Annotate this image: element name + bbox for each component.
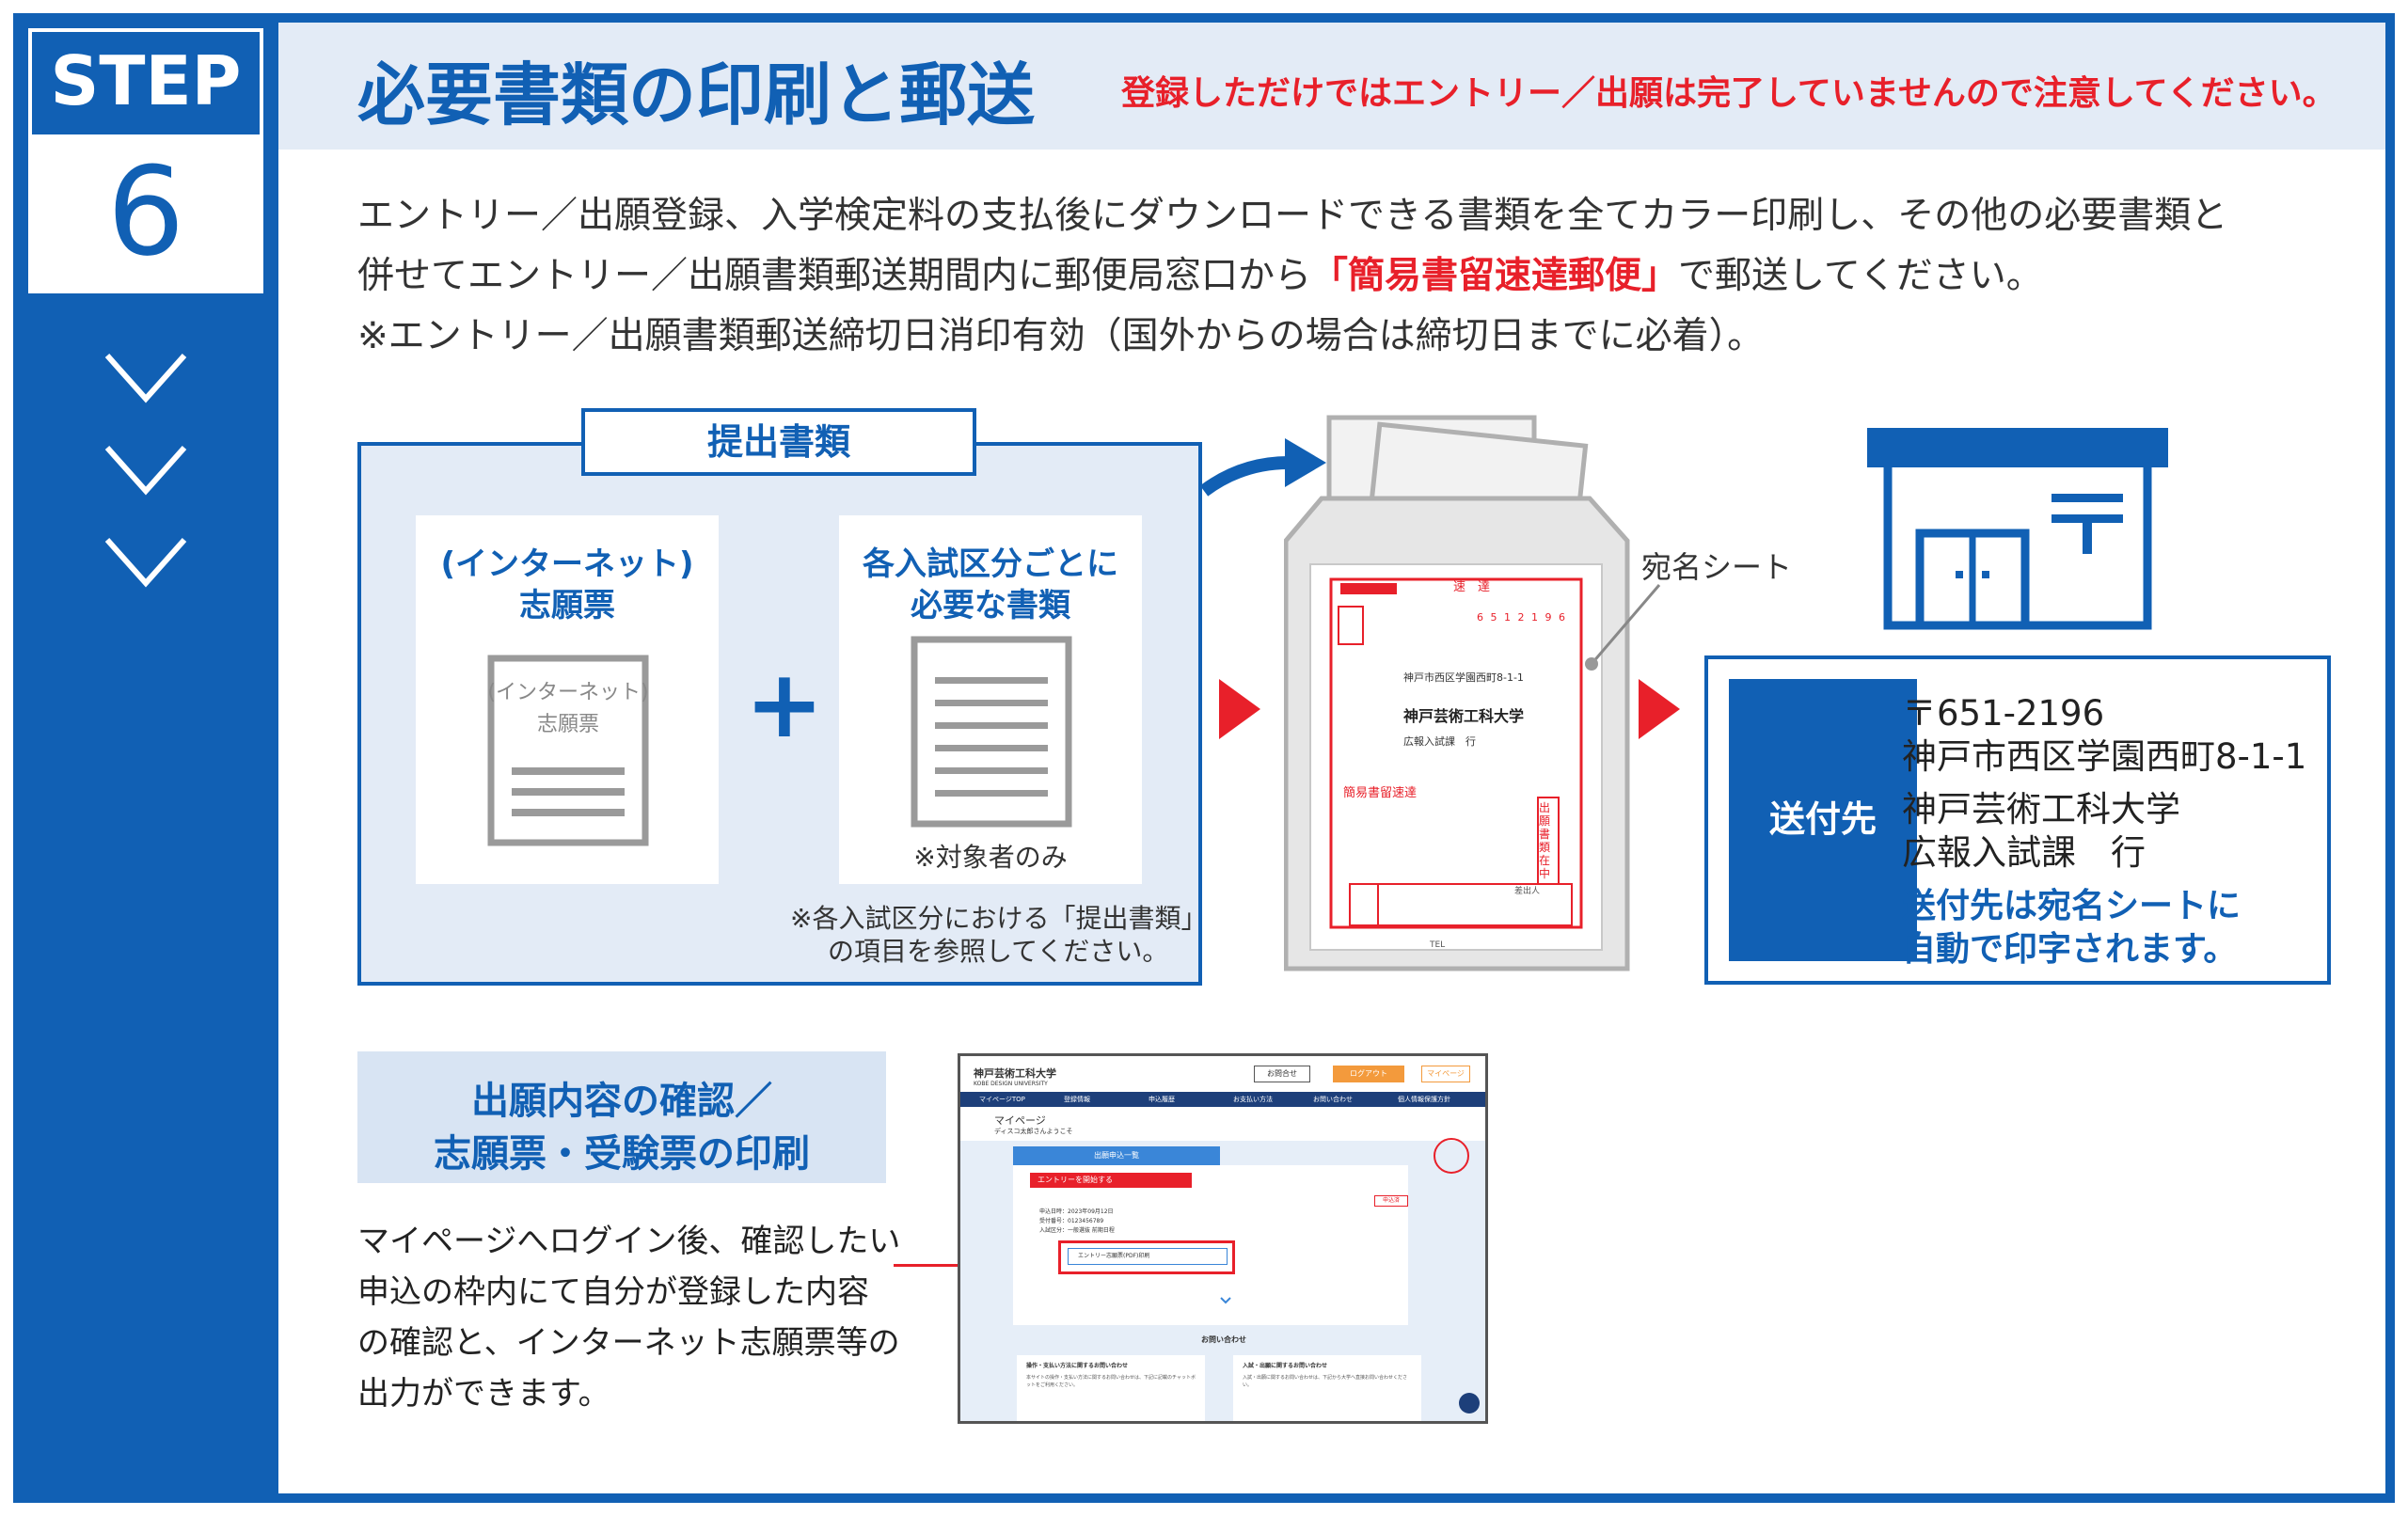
card2-title-line-2: 必要な書類 (911, 587, 1070, 624)
destination-address: 神戸市西区学園西町8-1-1 (1902, 736, 2307, 777)
mock-site-sub: KOBE DESIGN UNIVERSITY (974, 1081, 1048, 1087)
mock-nav-item[interactable]: 登録情報 (1064, 1096, 1090, 1103)
step-label: STEP (50, 41, 242, 120)
card1-title-line-2: 志願票 (519, 587, 615, 624)
mock-download-button[interactable]: エントリー志願票(PDF)印刷 (1068, 1248, 1228, 1265)
red-arrow-icon (1219, 679, 1260, 739)
mock-contact2-desc: 入試・出願に関するお問い合わせは、下記から大学へ直接お問い合わせください。 (1243, 1375, 1408, 1388)
mock-contact-heading: お問い合わせ (1201, 1335, 1246, 1344)
form-icon-text-1-inner: インターネット (495, 681, 641, 704)
destination-label-background (1729, 679, 1917, 961)
title-band (278, 23, 2385, 150)
chevron-down-icon (104, 354, 187, 403)
envelope-registered-mail: 簡易書留速達 (1343, 786, 1418, 800)
confirm-desc-line-3: の確認と、インターネット志願票等の (357, 1324, 900, 1362)
envelope-enclosed-label: 出願書類在中 (1539, 801, 1551, 880)
red-arrow-icon (1639, 679, 1680, 739)
post-office-icon (1867, 428, 2168, 630)
mock-nav-item[interactable]: 申込履歴 (1149, 1096, 1175, 1103)
intro-line-3: ※エントリー／出願書類郵送締切日消印有効（国外からの場合は締切日までに必着）。 (357, 315, 1765, 357)
card2-title-line-1: 各入試区分ごとに (863, 545, 1118, 583)
destination-note-line-2: 自動で印字されます。 (1902, 930, 2238, 969)
mock-entry-button[interactable]: エントリーを開始する (1030, 1173, 1192, 1188)
intro-line-2: 併せてエントリー／出願書類郵送期間内に郵便局窓口から「簡易書留速達郵便」で郵送し… (357, 246, 2043, 299)
envelope-express: 速 達 (1453, 580, 1491, 594)
card1-title-text: インターネット (455, 545, 679, 583)
mock-contact-card-2 (1233, 1355, 1421, 1421)
mock-panel (1013, 1165, 1408, 1325)
mock-nav-bar (960, 1092, 1485, 1107)
card1-title-line-1: (インターネット) (440, 545, 694, 583)
chevron-down-icon (104, 538, 187, 588)
curved-arrow-icon (1199, 438, 1326, 497)
address-sheet-label: 宛名シート (1641, 549, 1793, 585)
destination-university: 神戸芸術工科大学 (1902, 789, 2180, 829)
destination-label: 送付先 (1768, 798, 1877, 840)
warning-text: 登録しただけではエントリー／出願は完了していませんので注意してください。 (1121, 74, 2337, 113)
mock-welcome: ディスコ太郎さんようこそ (994, 1128, 1073, 1135)
mock-contact-button[interactable]: お問合せ (1254, 1066, 1310, 1082)
mock-info-line-2: 受付番号：0123456789 (1039, 1218, 1104, 1224)
intro-line-2-end: で郵送してください。 (1678, 255, 2043, 297)
destination-postal: 〒651-2196 (1902, 693, 2105, 734)
page-title: 必要書類の印刷と郵送 (357, 55, 1036, 134)
step-number: 6 (106, 140, 185, 283)
confirm-title-line-2: 志願票・受験票の印刷 (434, 1132, 810, 1176)
chevron-down-icon (104, 446, 187, 496)
documents-note-line-1: ※各入試区分における「提出書類」 (790, 903, 1208, 934)
mock-chevron-down-icon[interactable] (1220, 1297, 1231, 1304)
target-only-note: ※対象者のみ (913, 842, 1068, 873)
mock-nav-item[interactable]: 個人情報保護方針 (1398, 1096, 1450, 1103)
confirm-desc-line-4: 出力ができます。 (357, 1375, 610, 1413)
pointer-line (1585, 584, 1661, 671)
mock-nav-item[interactable]: お問い合わせ (1313, 1096, 1353, 1103)
mock-chat-icon[interactable] (1459, 1393, 1480, 1413)
destination-note-line-1: 送付先は宛名シートに (1902, 887, 2242, 925)
documents-heading: 提出書類 (581, 408, 976, 476)
mock-nav-item[interactable]: マイページTOP (979, 1096, 1025, 1103)
confirm-title-line-1: 出願内容の確認／ (471, 1080, 772, 1123)
document-icon (911, 636, 1072, 828)
confirm-desc-line-2: 申込の枠内にて自分が登録した内容 (357, 1273, 869, 1311)
envelope-sender-label: 差出人 (1514, 887, 1541, 896)
step-number-background (32, 134, 260, 290)
mock-nav-item[interactable]: お支払い方法 (1233, 1096, 1273, 1103)
mock-contact1-desc: 本サイトの操作・支払い方法に関するお問い合わせは、下記に記載のチャットボットをご… (1026, 1375, 1196, 1388)
envelope-tel: TEL (1430, 940, 1446, 950)
mock-page-heading: マイページ (994, 1114, 1046, 1127)
envelope-address: 神戸市西区学園西町8-1-1 (1403, 671, 1524, 684)
form-icon-text-1: (インターネット) (487, 681, 649, 704)
confirm-desc-line-1: マイページへログイン後、確認したい (357, 1223, 901, 1260)
mock-logout-button[interactable]: ログアウト (1333, 1066, 1404, 1082)
envelope-postal-code: 6 5 1 2 1 9 6 (1477, 611, 1567, 624)
mock-panel-title: 出願申込一覧 (1013, 1146, 1220, 1165)
form-icon-text-2: 志願票 (536, 713, 599, 736)
intro-line-2-text: 併せてエントリー／出願書類郵送期間内に郵便局窓口から (357, 255, 1312, 297)
envelope-university: 神戸芸術工科大学 (1403, 707, 1525, 725)
mock-contact1-title: 操作・支払い方法に関するお問い合わせ (1026, 1363, 1129, 1369)
envelope-icon (1284, 415, 1630, 971)
intro-line-1: エントリー／出願登録、入学検定料の支払後にダウンロードできる書類を全てカラー印刷… (357, 195, 2228, 237)
envelope-department: 広報入試課 行 (1403, 735, 1476, 748)
mock-contact-card-1 (1017, 1355, 1205, 1421)
mypage-screenshot: 神戸芸術工科大学 KOBE DESIGN UNIVERSITY お問合せ ログア… (958, 1053, 1488, 1424)
step-badge (28, 28, 263, 293)
application-form-icon (487, 655, 649, 846)
plus-icon: + (745, 649, 824, 759)
destination-department: 広報入試課 行 (1902, 832, 2146, 873)
registered-express-mail-highlight: 「簡易書留速達郵便」 (1311, 255, 1679, 297)
confirm-heading-box (357, 1051, 886, 1183)
documents-note-line-2: の項目を参照してください。 (828, 936, 1169, 967)
mock-info-line-3: 入試区分：一般選抜 前期日程 (1039, 1227, 1115, 1234)
mock-mypage-button[interactable]: マイページ (1421, 1066, 1470, 1082)
mock-highlight-frame (1058, 1240, 1235, 1274)
mock-stamp-icon (1434, 1138, 1469, 1174)
mock-info-line-1: 申込日時：2023年09月12日 (1039, 1208, 1114, 1215)
mock-contact2-title: 入試・出願に関するお問い合わせ (1243, 1363, 1328, 1369)
mock-applied-badge: 申込済 (1374, 1195, 1408, 1207)
mock-site-name: 神戸芸術工科大学 (974, 1067, 1056, 1080)
